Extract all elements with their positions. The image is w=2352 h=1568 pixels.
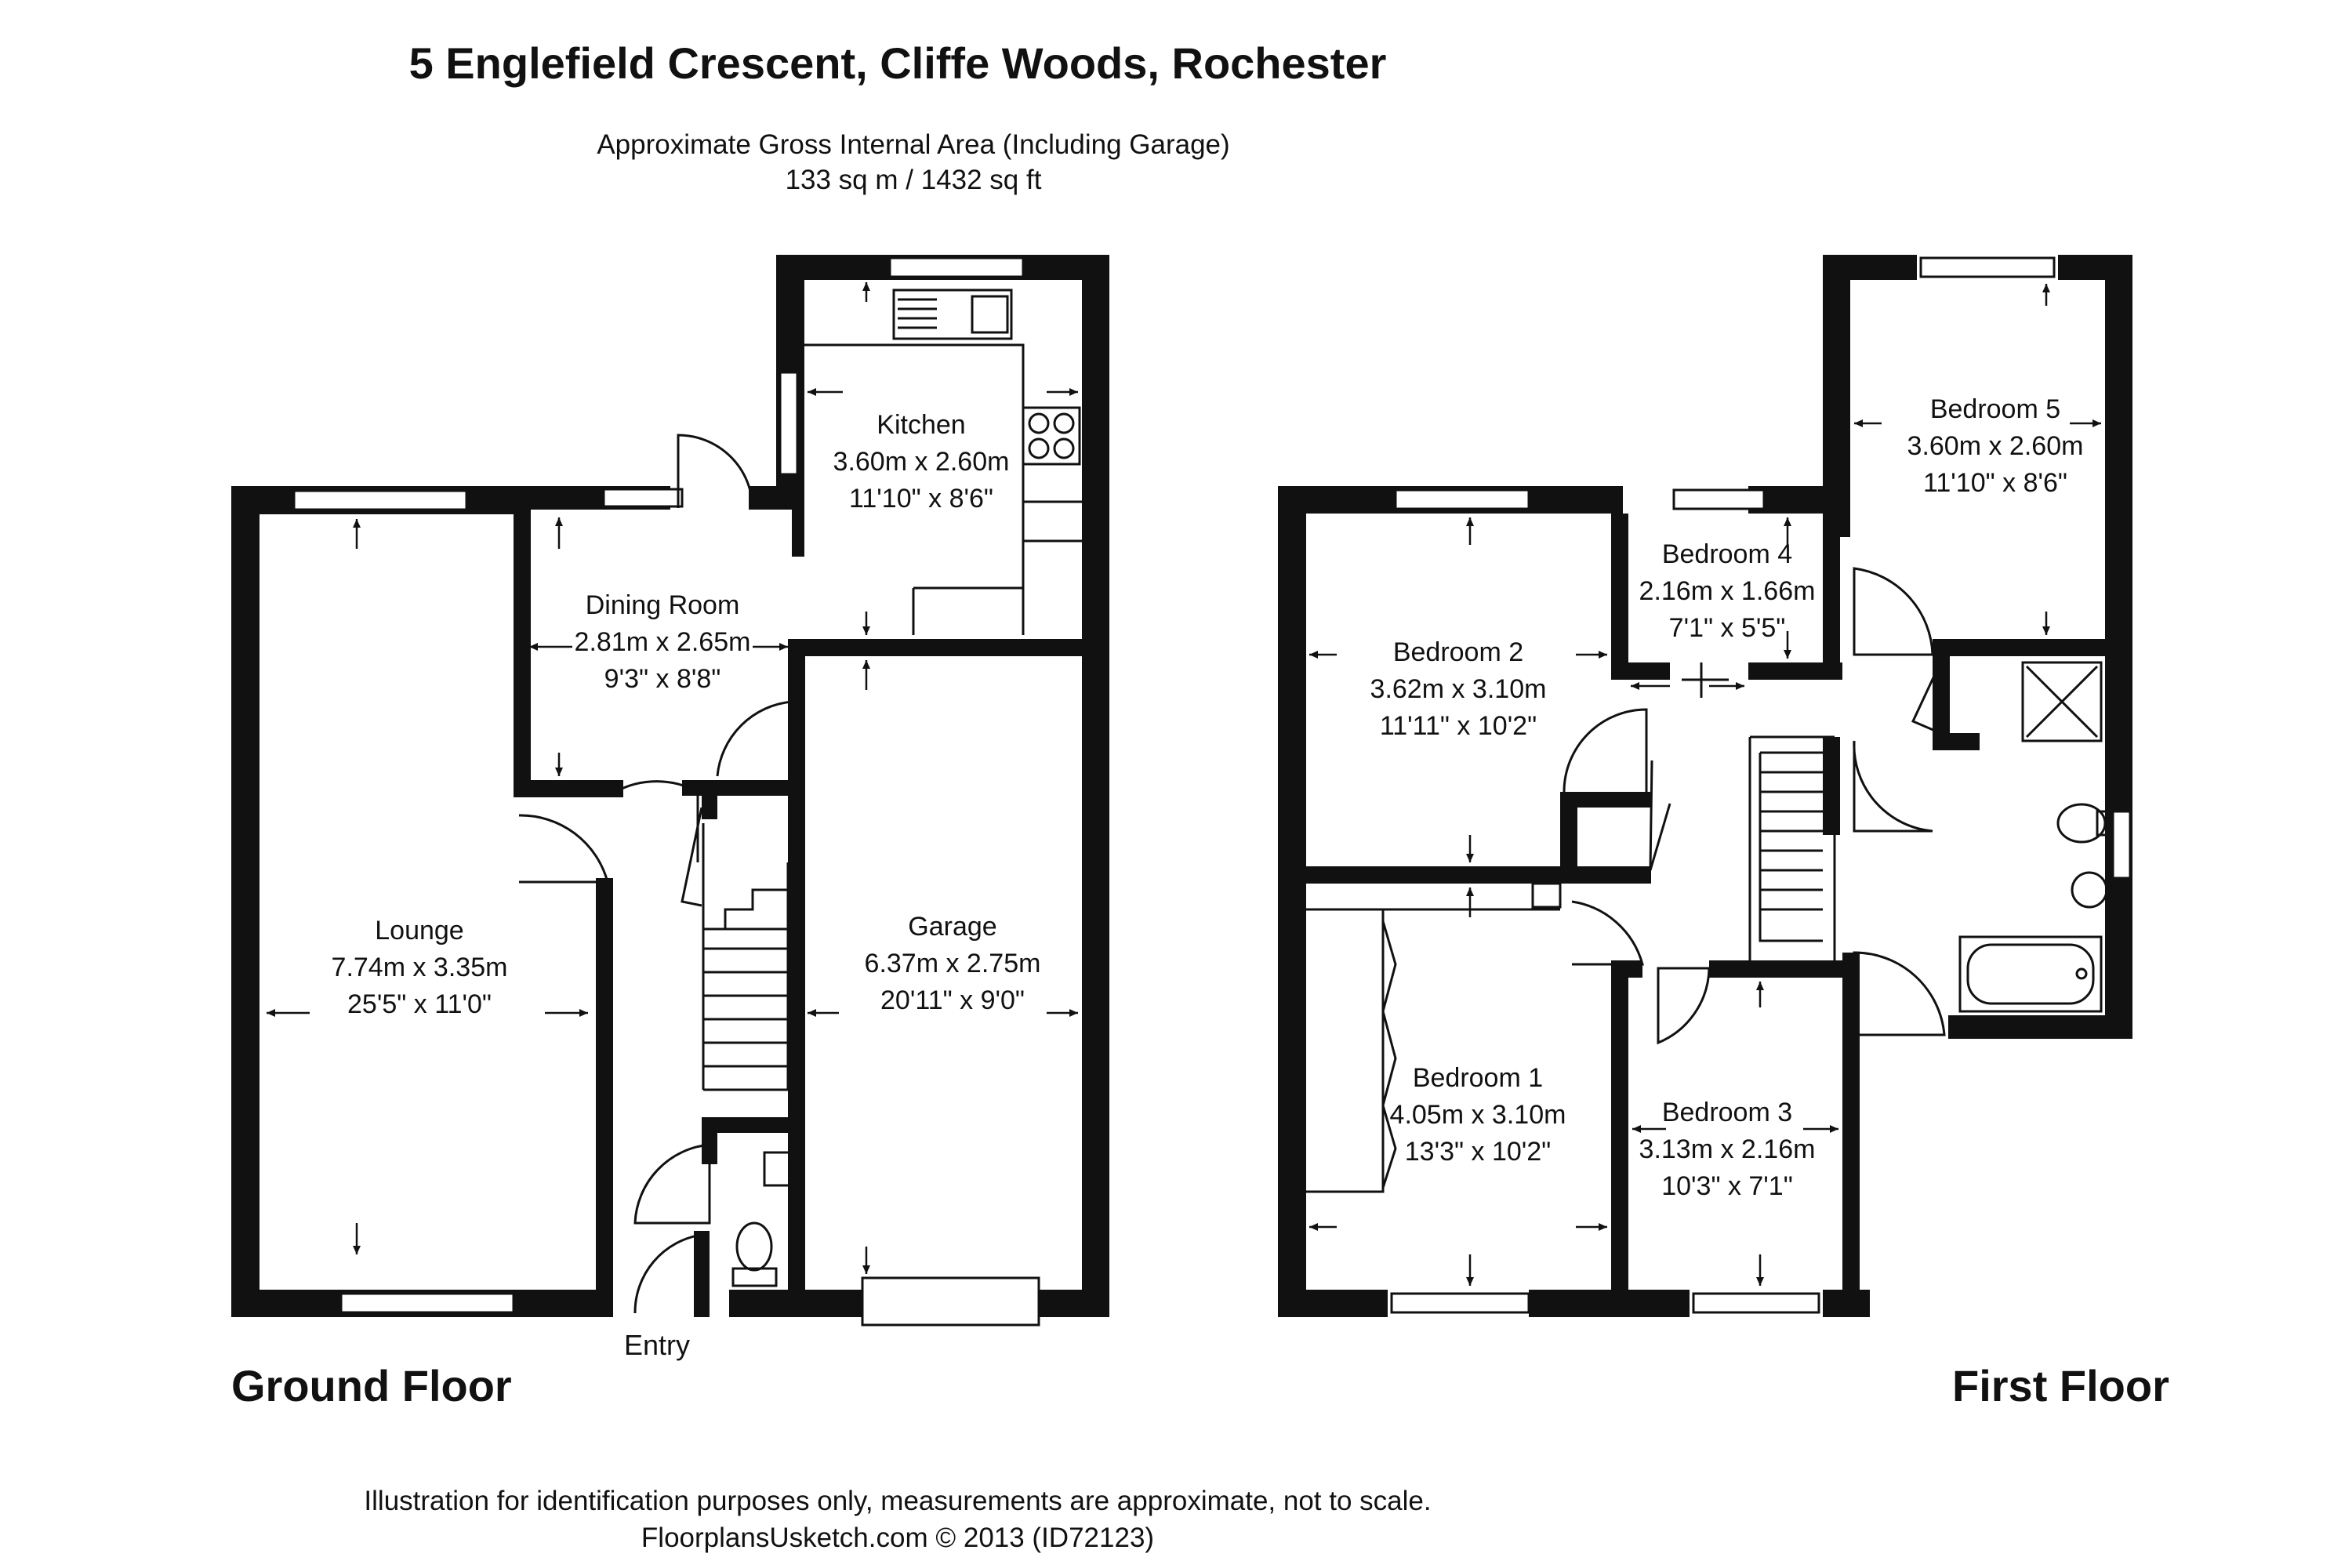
room-dimensions-metric: 2.81m x 2.65m	[575, 627, 751, 657]
wall	[1278, 1290, 1388, 1317]
room-bedroom-3: Bedroom 3 3.13m x 2.16m 10'3" x 7'1"	[1639, 1098, 1816, 1201]
room-bedroom-4: Bedroom 4 2.16m x 1.66m 7'1" x 5'5"	[1639, 539, 1816, 643]
room-garage: Garage 6.37m x 2.75m 20'11" x 9'0"	[865, 912, 1041, 1015]
room-name: Bedroom 2	[1393, 637, 1523, 667]
room-bedroom-5: Bedroom 5 3.60m x 2.60m 11'10" x 8'6"	[1907, 394, 2084, 498]
room-dimensions-imperial: 11'10" x 8'6"	[1923, 468, 2067, 498]
wall	[1560, 792, 1650, 808]
wall	[1611, 960, 1642, 978]
wall	[231, 486, 260, 1317]
room-dimensions-imperial: 9'3" x 8'8"	[604, 664, 721, 694]
room-dimensions-metric: 4.05m x 3.10m	[1390, 1100, 1566, 1130]
ground-floor-windows	[292, 256, 1040, 1327]
wall	[514, 510, 531, 796]
wall	[1933, 733, 1980, 750]
room-dimensions-imperial: 13'3" x 10'2"	[1405, 1137, 1551, 1167]
wc-fittings	[731, 1151, 791, 1287]
wall	[1842, 953, 1860, 1317]
area-caption: Approximate Gross Internal Area (Includi…	[597, 129, 1230, 160]
ground-floor-label: Ground Floor	[231, 1361, 512, 1410]
page-title: 5 Englefield Crescent, Cliffe Woods, Roc…	[408, 38, 1387, 88]
room-name: Garage	[908, 912, 996, 942]
wall	[702, 1117, 717, 1164]
first-floor-stairs	[1748, 735, 1836, 960]
wall	[1611, 662, 1670, 680]
wall	[1748, 662, 1842, 680]
wall	[1948, 1015, 2132, 1039]
wall	[702, 1117, 796, 1133]
wall	[1611, 960, 1628, 1317]
room-labels: Lounge 7.74m x 3.35m 25'5" x 11'0" Dinin…	[332, 394, 2084, 1361]
first-floor-label: First Floor	[1952, 1361, 2169, 1410]
entry-label: Entry	[624, 1329, 690, 1361]
wall	[792, 470, 804, 557]
kitchen-fittings	[804, 289, 1082, 635]
area-value: 133 sq m / 1432 sq ft	[785, 165, 1042, 195]
ground-floor-plan	[231, 255, 1109, 1317]
room-dimensions-metric: 7.74m x 3.35m	[332, 953, 508, 982]
wall	[1823, 255, 1850, 537]
room-name: Bedroom 5	[1930, 394, 2060, 424]
wall	[1709, 960, 1858, 978]
room-dining-room: Dining Room 2.81m x 2.65m 9'3" x 8'8"	[575, 590, 751, 694]
wall	[682, 780, 805, 796]
room-dimensions-imperial: 11'10" x 8'6"	[849, 484, 993, 514]
wall	[788, 639, 805, 780]
room-dimensions-metric: 3.60m x 2.60m	[833, 447, 1010, 477]
room-dimensions-metric: 3.62m x 3.10m	[1370, 674, 1547, 704]
ground-floor-doors	[518, 434, 793, 1317]
room-dimensions-imperial: 7'1" x 5'5"	[1669, 613, 1786, 643]
room-bedroom-2: Bedroom 2 3.62m x 3.10m 11'11" x 10'2"	[1370, 637, 1547, 741]
wall	[1823, 514, 1840, 678]
wall	[1306, 866, 1651, 884]
wall	[1611, 514, 1628, 678]
ground-floor-dimension-arrows	[267, 282, 1078, 1274]
wall	[1039, 1290, 1109, 1317]
first-floor-dimension-arrows	[1309, 284, 2101, 1286]
wall	[1278, 486, 1306, 1317]
bathroom-fittings	[1958, 661, 2111, 1013]
room-dimensions-imperial: 11'11" x 10'2"	[1380, 711, 1537, 741]
first-floor-doors	[1563, 567, 1946, 1045]
wall	[1823, 737, 1840, 835]
room-dimensions-metric: 6.37m x 2.75m	[865, 949, 1041, 978]
room-name: Bedroom 3	[1662, 1098, 1792, 1127]
room-dimensions-metric: 3.13m x 2.16m	[1639, 1134, 1816, 1164]
wall	[1529, 1290, 1690, 1317]
wall	[1933, 639, 2132, 656]
wall	[788, 639, 1109, 656]
room-name: Bedroom 4	[1662, 539, 1792, 569]
room-dimensions-imperial: 20'11" x 9'0"	[880, 985, 1025, 1015]
room-dimensions-imperial: 10'3" x 7'1"	[1661, 1171, 1793, 1201]
room-lounge: Lounge 7.74m x 3.35m 25'5" x 11'0"	[332, 916, 508, 1019]
ground-floor-stairs	[702, 823, 789, 1091]
disclaimer: Illustration for identification purposes…	[364, 1486, 1432, 1516]
room-bedroom-1: Bedroom 1 4.05m x 3.10m 13'3" x 10'2"	[1390, 1063, 1566, 1167]
room-name: Lounge	[375, 916, 463, 946]
wall	[596, 878, 613, 1317]
room-name: Kitchen	[877, 410, 965, 440]
first-floor-windows	[1390, 256, 2132, 1314]
wall	[788, 1290, 866, 1317]
wall	[1560, 792, 1577, 884]
wall	[788, 792, 805, 1317]
wardrobe	[1306, 882, 1562, 1193]
room-name: Bedroom 1	[1413, 1063, 1543, 1093]
room-kitchen: Kitchen 3.60m x 2.60m 11'10" x 8'6"	[833, 410, 1010, 514]
room-name: Dining Room	[586, 590, 740, 620]
wall	[702, 796, 717, 819]
wall	[1933, 639, 1950, 749]
wall	[1576, 486, 1623, 514]
wall	[1082, 255, 1109, 1317]
room-dimensions-metric: 2.16m x 1.66m	[1639, 576, 1816, 606]
credit: FloorplansUsketch.com © 2013 (ID72123)	[641, 1523, 1155, 1553]
wall	[514, 780, 623, 797]
room-dimensions-imperial: 25'5" x 11'0"	[347, 989, 492, 1019]
room-dimensions-metric: 3.60m x 2.60m	[1907, 431, 2084, 461]
